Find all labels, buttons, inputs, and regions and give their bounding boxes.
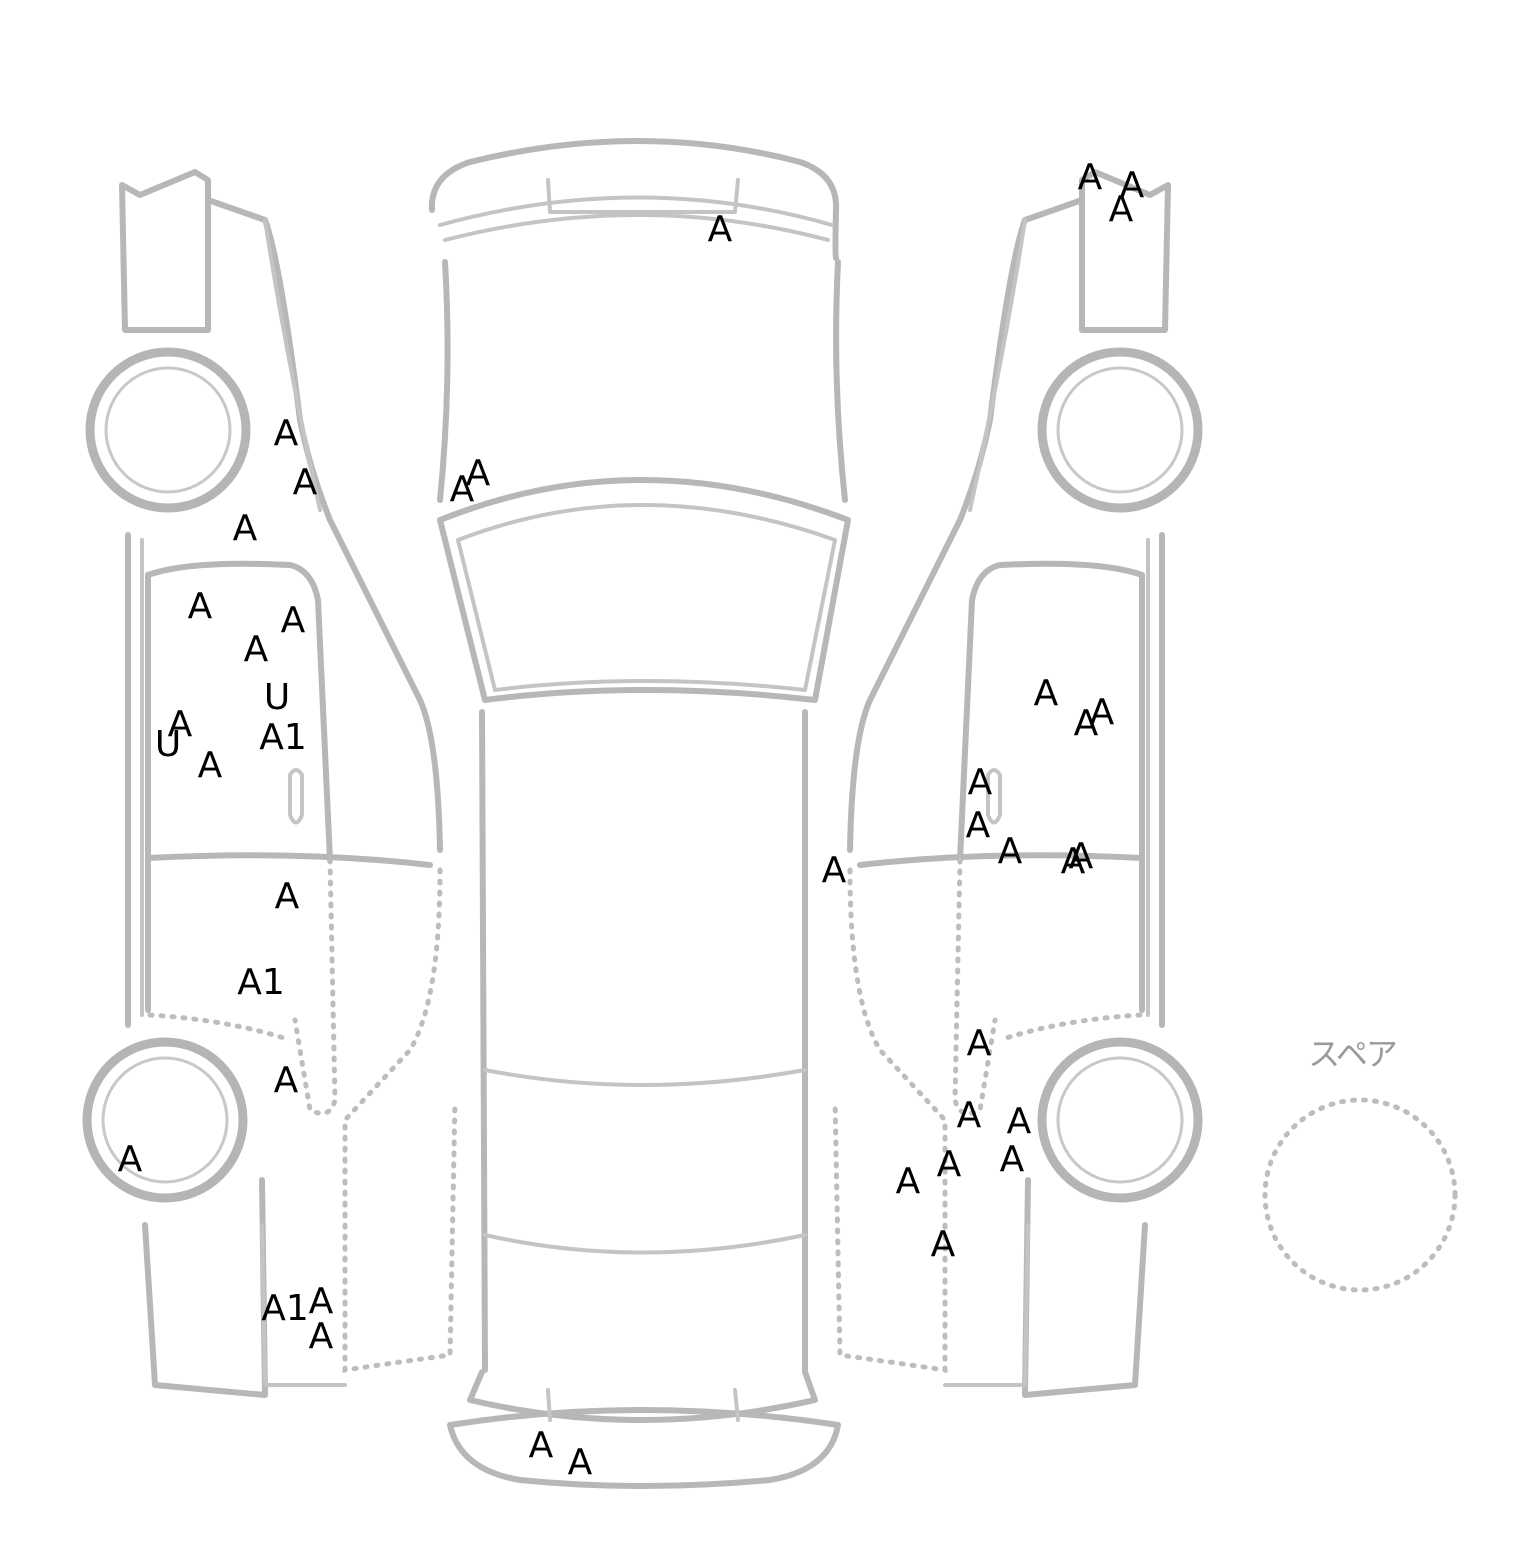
damage-mark: A1 xyxy=(259,717,307,758)
damage-mark: A xyxy=(1033,673,1059,714)
damage-mark: A xyxy=(308,1281,334,1322)
damage-mark: U xyxy=(154,724,182,765)
damage-mark: A xyxy=(1077,157,1103,198)
damage-mark: A xyxy=(1089,692,1115,733)
damage-mark: A xyxy=(308,1316,334,1357)
left-rear-tire xyxy=(82,1037,248,1203)
damage-mark: A xyxy=(965,805,991,846)
damage-mark: A xyxy=(292,462,318,503)
damage-mark: A xyxy=(707,209,733,250)
damage-mark: A xyxy=(930,1224,956,1265)
spare-tire-outline xyxy=(1262,1097,1458,1293)
damage-mark: A xyxy=(274,876,300,917)
damage-mark: A xyxy=(936,1144,962,1185)
damage-mark: U xyxy=(263,677,291,718)
damage-mark: A1 xyxy=(261,1288,309,1329)
damage-mark: A xyxy=(232,508,258,549)
damage-mark: A xyxy=(167,704,193,745)
right-front-tire xyxy=(1037,347,1203,513)
damage-mark: A xyxy=(1108,189,1134,230)
damage-mark: A xyxy=(273,413,299,454)
damage-mark: A xyxy=(449,469,475,510)
damage-mark: A xyxy=(273,1060,299,1101)
car-left-side-view xyxy=(119,169,458,1398)
damage-mark: A xyxy=(567,1442,593,1483)
damage-mark: A xyxy=(197,745,223,786)
left-front-tire xyxy=(85,347,251,513)
damage-mark: A xyxy=(1073,703,1099,744)
car-right-side-view xyxy=(832,169,1171,1398)
damage-mark: A xyxy=(117,1139,143,1180)
damage-mark: A xyxy=(1119,165,1145,206)
damage-mark: A xyxy=(1006,1101,1032,1142)
damage-mark: A xyxy=(243,629,269,670)
damage-mark: A xyxy=(1068,836,1094,877)
damage-mark: A xyxy=(997,831,1023,872)
spare-tire-label: スペア xyxy=(1308,1035,1398,1073)
damage-mark: A xyxy=(966,1023,992,1064)
damage-mark: A xyxy=(895,1161,921,1202)
damage-mark: A xyxy=(528,1425,554,1466)
damage-mark: A xyxy=(999,1139,1025,1180)
damage-mark: A xyxy=(821,850,847,891)
car-top-view xyxy=(428,138,851,1489)
damage-mark: A1 xyxy=(237,962,285,1003)
damage-mark: A xyxy=(967,762,993,803)
damage-mark: A xyxy=(187,586,213,627)
damage-mark: A xyxy=(465,453,491,494)
damage-mark: A xyxy=(280,600,306,641)
damage-mark: A xyxy=(1060,841,1086,882)
right-rear-tire xyxy=(1037,1037,1203,1203)
damage-mark: A xyxy=(956,1095,982,1136)
